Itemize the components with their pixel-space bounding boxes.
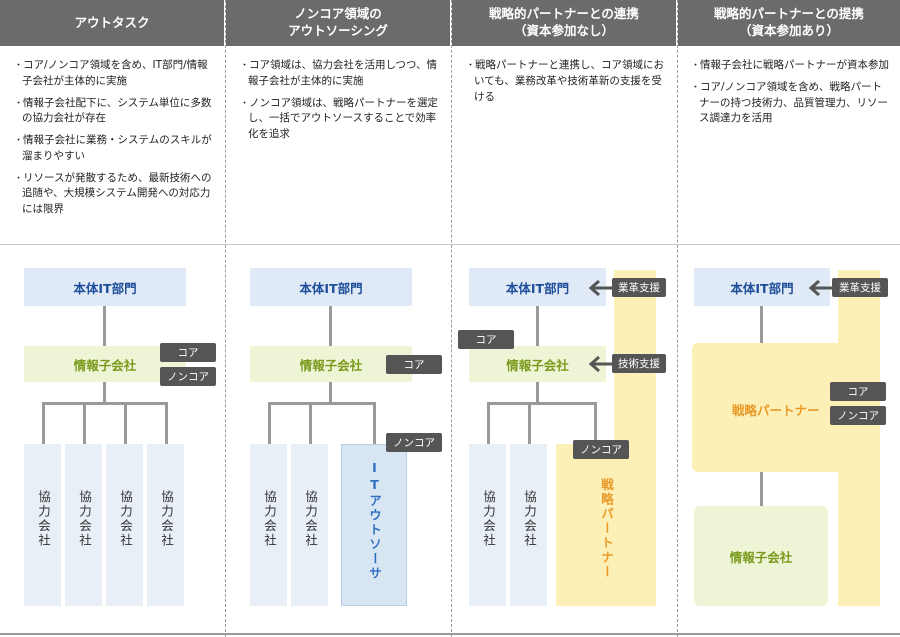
connector-line <box>487 402 597 405</box>
connector-line <box>594 402 597 444</box>
it-dept-box: 本体IT部門 <box>469 268 606 306</box>
connector-line <box>760 306 763 343</box>
connector-line <box>760 472 763 506</box>
core-badge: コア <box>160 343 216 362</box>
partner-company-box <box>147 444 184 606</box>
core-badge: コア <box>458 330 514 349</box>
strategic-partner-label: 戦略パートナー <box>599 478 614 580</box>
description-item: コア領域は、協力会社を活用しつつ、情報子会社が主体的に実施 <box>240 58 440 90</box>
partner-company-box <box>24 444 61 606</box>
partner-company-label: 協力会社 <box>159 490 174 548</box>
it-dept-box: 本体IT部門 <box>694 268 830 306</box>
column-header-partner-cooperation: 戦略的パートナーとの連携 （資本参加なし） <box>452 0 676 46</box>
connector-line <box>528 402 531 444</box>
partner-company-label: 協力会社 <box>36 490 51 548</box>
connector-line <box>536 382 539 404</box>
strategic-partner-label: 戦略パートナー <box>732 403 820 418</box>
connector-line <box>124 402 127 444</box>
description-item: リソースが発散するため、最新技術への追随や、大規模システム開発への対応力には限界 <box>14 171 214 218</box>
arrow-left-icon <box>588 279 614 297</box>
partner-company-label: 協力会社 <box>262 490 277 548</box>
it-dept-box: 本体IT部門 <box>24 268 186 306</box>
description-item: 情報子会社に業務・システムのスキルが溜まりやすい <box>14 133 214 165</box>
column-header-partner-alliance: 戦略的パートナーとの提携 （資本参加あり） <box>678 0 900 46</box>
subsidiary-box: 情報子会社 <box>694 506 828 606</box>
connector-line <box>268 402 271 444</box>
connector-line <box>42 402 168 405</box>
connector-line <box>83 402 86 444</box>
partner-company-label: 協力会社 <box>303 490 318 548</box>
partner-company-box <box>65 444 102 606</box>
subsidiary-box: 情報子会社 <box>469 346 606 382</box>
strategic-partner-box <box>556 444 656 606</box>
connector-line <box>42 402 45 444</box>
column-header-noncore-outsourcing: ノンコア領域の アウトソーシング <box>226 0 450 46</box>
connector-line <box>329 306 332 346</box>
column-divider <box>451 0 452 637</box>
connector-line <box>487 402 490 444</box>
partner-company-label: 協力会社 <box>481 490 496 548</box>
connector-line <box>309 402 312 444</box>
description-item: コア/ノンコア領域を含め、IT部門/情報子会社が主体的に実施 <box>14 58 214 90</box>
description-list-noncore-outsourcing: コア領域は、協力会社を活用しつつ、情報子会社が主体的に実施 ノンコア領域は、戦略… <box>240 58 440 149</box>
partner-company-box <box>291 444 328 606</box>
noncore-badge: ノンコア <box>160 367 216 386</box>
business-reform-support-badge: 業革支援 <box>832 278 888 297</box>
tech-support-badge: 技術支援 <box>612 354 666 373</box>
subsidiary-box: 情報子会社 <box>24 346 186 382</box>
description-list-outtask: コア/ノンコア領域を含め、IT部門/情報子会社が主体的に実施 情報子会社配下に、… <box>14 58 214 224</box>
partner-company-label: 協力会社 <box>77 490 92 548</box>
description-item: 情報子会社配下に、システム単位に多数の協力会社が存在 <box>14 96 214 128</box>
bottom-border <box>0 633 900 635</box>
description-list-partner-alliance: 情報子会社に戦略パートナーが資本参加 コア/ノンコア領域を含め、戦略パートナーの… <box>691 58 891 133</box>
column-divider <box>677 0 678 637</box>
connector-line <box>373 402 376 444</box>
noncore-badge: ノンコア <box>573 440 629 459</box>
it-dept-box: 本体IT部門 <box>250 268 412 306</box>
business-reform-support-badge: 業革支援 <box>612 278 666 297</box>
description-item: 戦略パートナーと連携し、コア領域においても、業務改革や技術革新の支援を受ける <box>466 58 666 105</box>
partner-company-label: 協力会社 <box>118 490 133 548</box>
description-item: ノンコア領域は、戦略パートナーを選定し、一括でアウトソースすることで効率化を追求 <box>240 96 440 143</box>
description-item: 情報子会社に戦略パートナーが資本参加 <box>691 58 891 74</box>
column-header-outtask: アウトタスク <box>0 0 224 46</box>
description-item: コア/ノンコア領域を含め、戦略パートナーの持つ技術力、品質管理力、リソース調達力… <box>691 80 891 127</box>
partner-company-box <box>106 444 143 606</box>
connector-line <box>103 382 106 404</box>
it-outsourcer-label: ITアウトソーサ <box>367 460 382 581</box>
core-badge: コア <box>386 355 442 374</box>
description-list-partner-cooperation: 戦略パートナーと連携し、コア領域においても、業務改革や技術革新の支援を受ける <box>466 58 666 111</box>
arrow-left-icon <box>588 355 614 373</box>
partner-company-label: 協力会社 <box>522 490 537 548</box>
connector-line <box>536 306 539 346</box>
column-divider <box>225 0 226 637</box>
connector-line <box>329 382 332 404</box>
subsidiary-box: 情報子会社 <box>250 346 412 382</box>
partner-company-box <box>250 444 287 606</box>
connector-line <box>103 306 106 346</box>
partner-company-box <box>469 444 506 606</box>
section-divider <box>0 244 900 245</box>
noncore-badge: ノンコア <box>386 433 442 452</box>
connector-line <box>268 402 376 405</box>
it-outsourcer-box <box>341 444 407 606</box>
connector-line <box>165 402 168 444</box>
core-badge: コア <box>830 382 886 401</box>
partner-company-box <box>510 444 547 606</box>
noncore-badge: ノンコア <box>830 406 886 425</box>
arrow-left-icon <box>808 279 834 297</box>
